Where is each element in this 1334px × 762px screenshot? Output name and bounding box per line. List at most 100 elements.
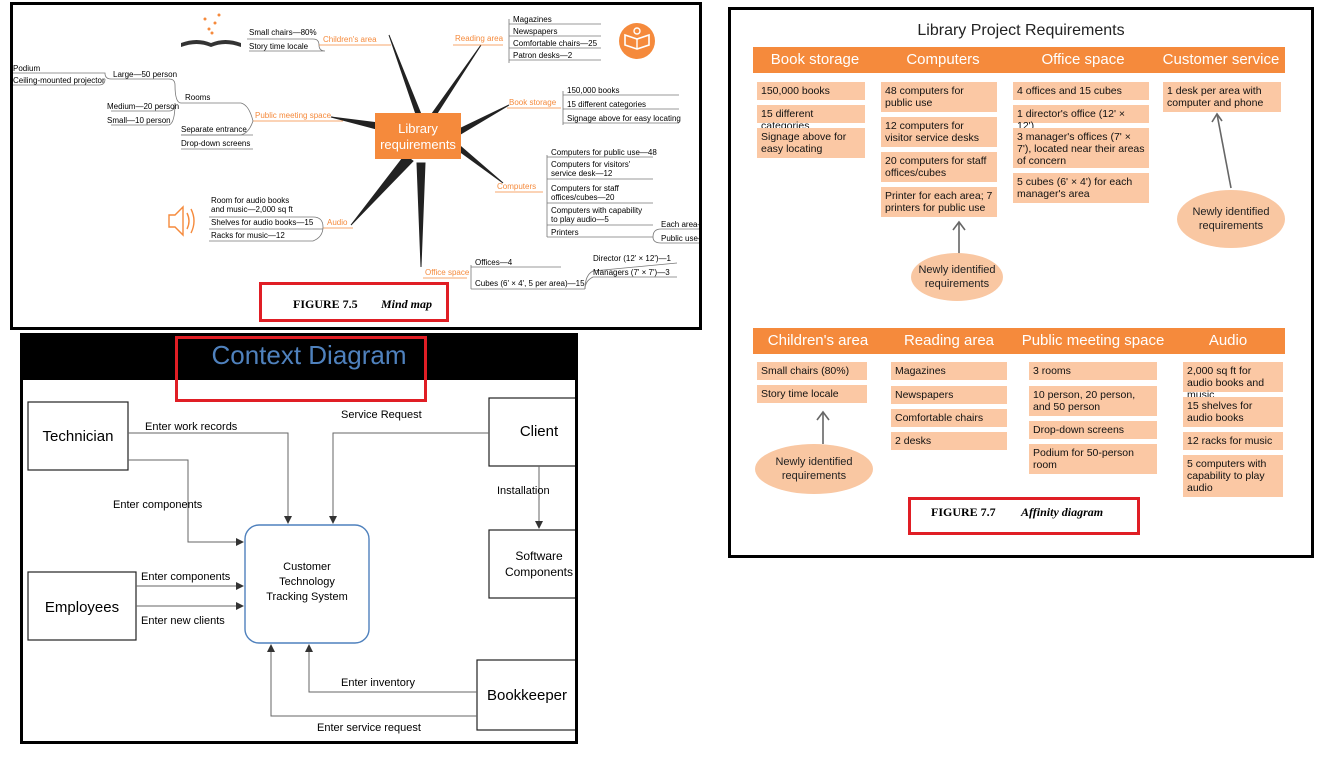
office-director: Director (12' × 12')—1 [593,254,672,263]
flow-components-tech-label: Enter components [113,499,203,511]
affinity-caption-label: FIGURE 7.7 [931,505,996,519]
mind-map-caption-label: FIGURE 7.5 [293,297,358,311]
card-meeting-1: 3 rooms [1029,362,1157,380]
flow-components-tech [128,459,244,546]
note-computers: Newly identified requirements [911,253,1003,301]
computers-public: Computers for public use—48 [551,148,657,157]
flow-service-request-2 [267,644,477,717]
audio-racks: Racks for music—12 [211,231,285,240]
office-managers: Managers (7' × 7')—3 [593,268,670,277]
mind-map-panel: Library requirements Small chairs—80% St… [10,2,702,330]
card-computers-4: Printer for each area; 7 printers for pu… [881,187,997,217]
reading-icon [619,23,655,59]
storage-item-3: Signage above for easy locating [567,114,681,123]
meeting-entrance: Separate entrance [181,125,247,134]
audio-branch-label: Audio [327,218,348,227]
process-line-2: Technology [279,576,335,588]
computers-audio-2: to play audio—5 [551,215,609,224]
flow-inventory-label: Enter inventory [341,677,415,689]
employees-label: Employees [45,599,119,616]
reading-branch-label: Reading area [455,34,504,43]
technician-box [27,401,129,471]
note-customer-service: Newly identified requirements [1177,190,1285,248]
meeting-rooms: Rooms [185,93,210,102]
flow-service-request [329,432,489,524]
office-offices: Offices—4 [475,258,513,267]
process-box [244,524,370,644]
context-title-bar [23,336,575,380]
flow-service-request-label: Service Request [341,409,422,421]
meeting-large: Large—50 person [113,70,177,79]
process-line-3: Tracking System [266,591,348,603]
reading-item-2: Newspapers [513,27,557,36]
office-branch-label: Office space [425,268,470,277]
card-reading-4: 2 desks [891,432,1007,450]
card-audio-4: 5 computers with capability to play audi… [1183,455,1283,497]
meeting-branch-label: Public meeting space [255,111,332,120]
card-office-3: 3 manager's offices (7' × 7'), located n… [1013,128,1149,168]
card-meeting-4: Podium for 50-person room [1029,444,1157,474]
affinity-arrows [816,112,1232,444]
flow-new-clients-label: Enter new clients [141,615,225,627]
software-label-1: Software [515,549,563,563]
card-office-1: 4 offices and 15 cubes [1013,82,1149,100]
card-office-4: 5 cubes (6' × 4') for each manager's are… [1013,173,1149,203]
client-box [488,397,575,467]
mind-map-center-line2: requirements [380,137,456,152]
meeting-medium: Medium—20 person [107,102,179,111]
meeting-projector: Ceiling-mounted projector [13,76,105,85]
affinity-caption-highlight [908,497,1140,535]
affinity-header-customer-service: Customer service [1157,47,1285,73]
context-title-highlight [175,336,427,402]
software-box [488,529,575,599]
book-icon [181,13,241,47]
card-meeting-2: 10 person, 20 person, and 50 person [1029,386,1157,416]
software-label-2: Components [505,565,573,579]
mind-map-svg: Library requirements Small chairs—80% St… [13,13,699,311]
computers-visitors-1: Computers for visitors' [551,160,631,169]
meeting-screens: Drop-down screens [181,139,250,148]
children-item-1: Small chairs—80% [249,28,317,37]
affinity-header-audio: Audio [1171,328,1285,354]
storage-item-1: 150,000 books [567,86,620,95]
card-audio-2: 15 shelves for audio books [1183,397,1283,427]
audio-room-2: and music—2,000 sq ft [211,205,294,214]
affinity-header-computers: Computers [877,47,1009,73]
card-computers-1: 48 computers for public use [881,82,997,112]
reading-item-1: Magazines [513,15,552,24]
computers-staff-2: offices/cubes—20 [551,193,615,202]
flow-work-records-label: Enter work records [145,421,238,433]
computers-public-use: Public use—7 [661,234,699,243]
speaker-icon [168,205,195,237]
affinity-header-meeting: Public meeting space [1015,328,1171,354]
context-diagram-svg: Technician Client Employees Software Com… [27,397,575,734]
card-audio-3: 12 racks for music [1183,432,1283,450]
card-book-storage-1: 150,000 books [757,82,865,100]
context-diagram-title: Context Diagram [211,340,407,370]
technician-label: Technician [43,428,114,445]
card-reading-1: Magazines [891,362,1007,380]
meeting-small: Small—10 person [107,116,171,125]
children-branch-label: Children's area [323,35,377,44]
flow-components-emp-label: Enter components [141,571,231,583]
flow-work-records [128,432,292,524]
flow-service-request-2-label: Enter service request [317,722,421,734]
card-reading-3: Comfortable chairs [891,409,1007,427]
context-diagram-panel: Context Diagram Technician Client Employ… [20,333,578,744]
computers-audio-1: Computers with capability [551,206,642,215]
card-book-storage-3: Signage above for easy locating [757,128,865,158]
computers-branch-label: Computers [497,182,536,191]
card-customer-service-1: 1 desk per area with computer and phone [1163,82,1281,112]
card-computers-3: 20 computers for staff offices/cubes [881,152,997,182]
audio-room-1: Room for audio books [211,196,289,205]
audio-shelves: Shelves for audio books—15 [211,218,314,227]
computers-each-area: Each area—3 [661,220,699,229]
flow-installation-label: Installation [497,485,550,497]
mind-map-caption-highlight [259,282,449,322]
computers-visitors-2: service desk—12 [551,169,613,178]
children-item-2: Story time locale [249,42,309,51]
computers-staff-1: Computers for staff [551,184,620,193]
office-cubes: Cubes (6' × 4', 5 per area)—15 [475,279,585,288]
card-audio-1: 2,000 sq ft for audio books and music [1183,362,1283,401]
client-label: Client [520,423,559,440]
